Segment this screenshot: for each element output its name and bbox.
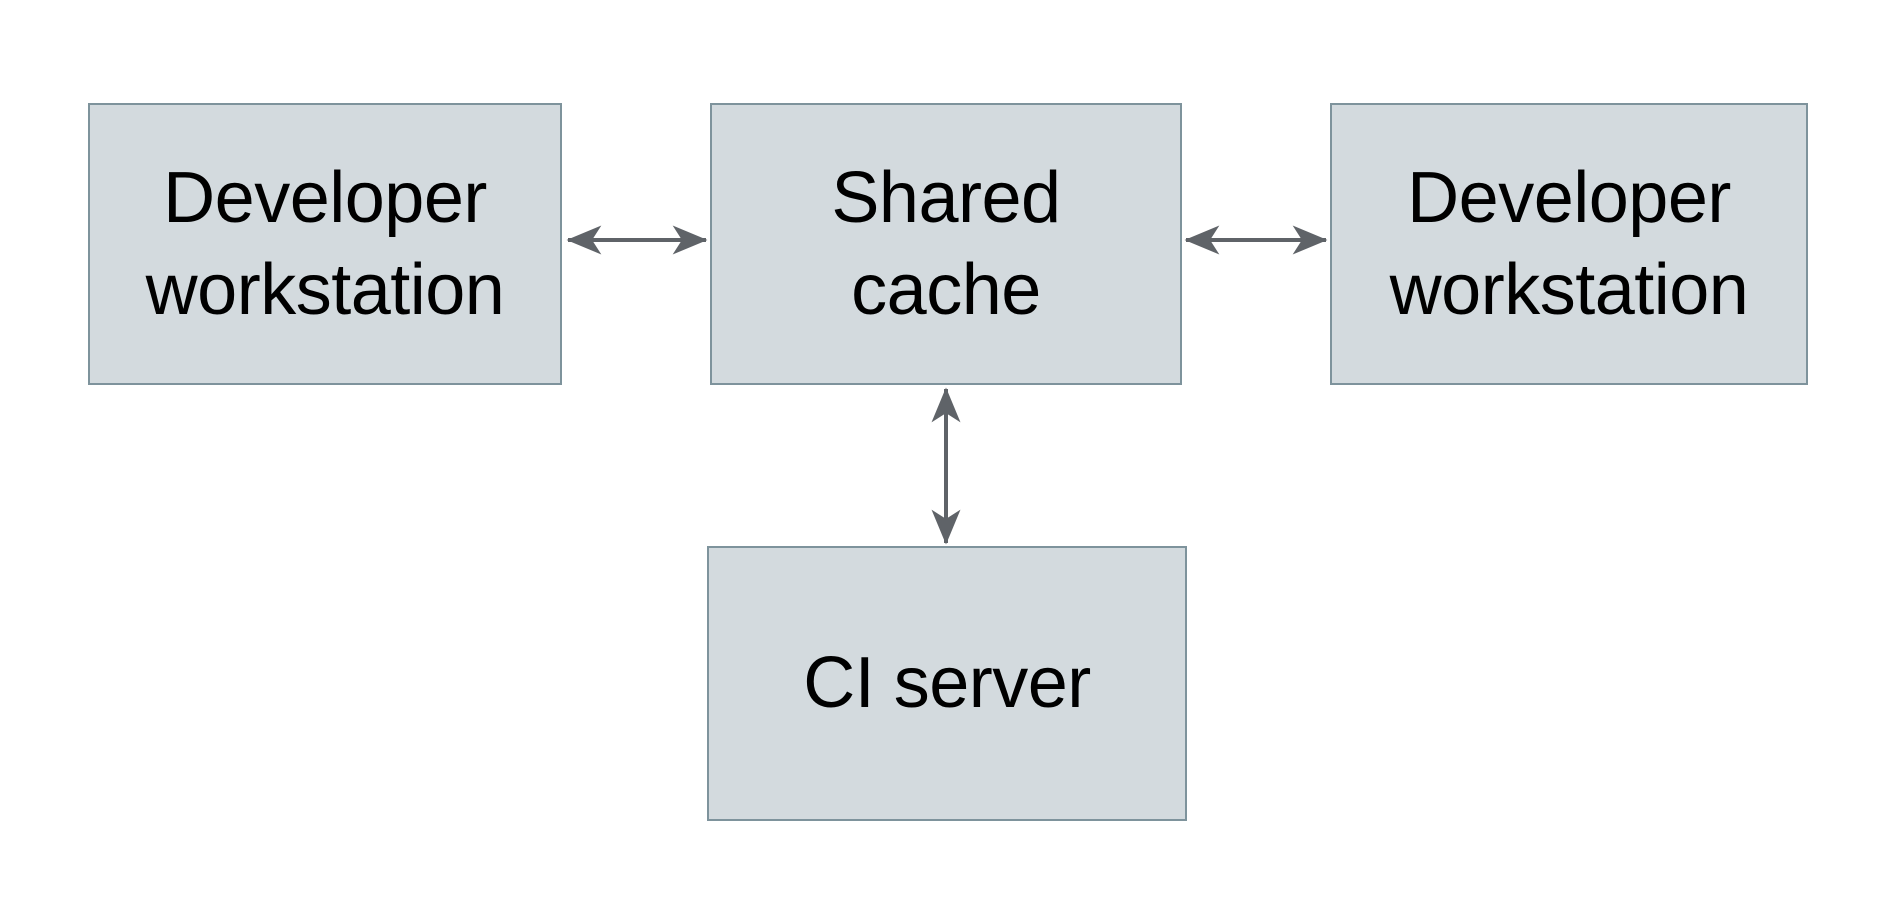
node-developer-workstation-right: Developer workstation [1330,103,1808,385]
node-developer-workstation-left: Developer workstation [88,103,562,385]
node-ci-server: CI server [707,546,1187,821]
node-label-ci-server: CI server [803,643,1091,724]
node-shared-cache: Shared cache [710,103,1182,385]
node-label-shared-cache: Shared cache [831,157,1061,330]
node-label-developer-workstation-left: Developer workstation [145,157,505,330]
node-label-developer-workstation-right: Developer workstation [1389,157,1749,330]
